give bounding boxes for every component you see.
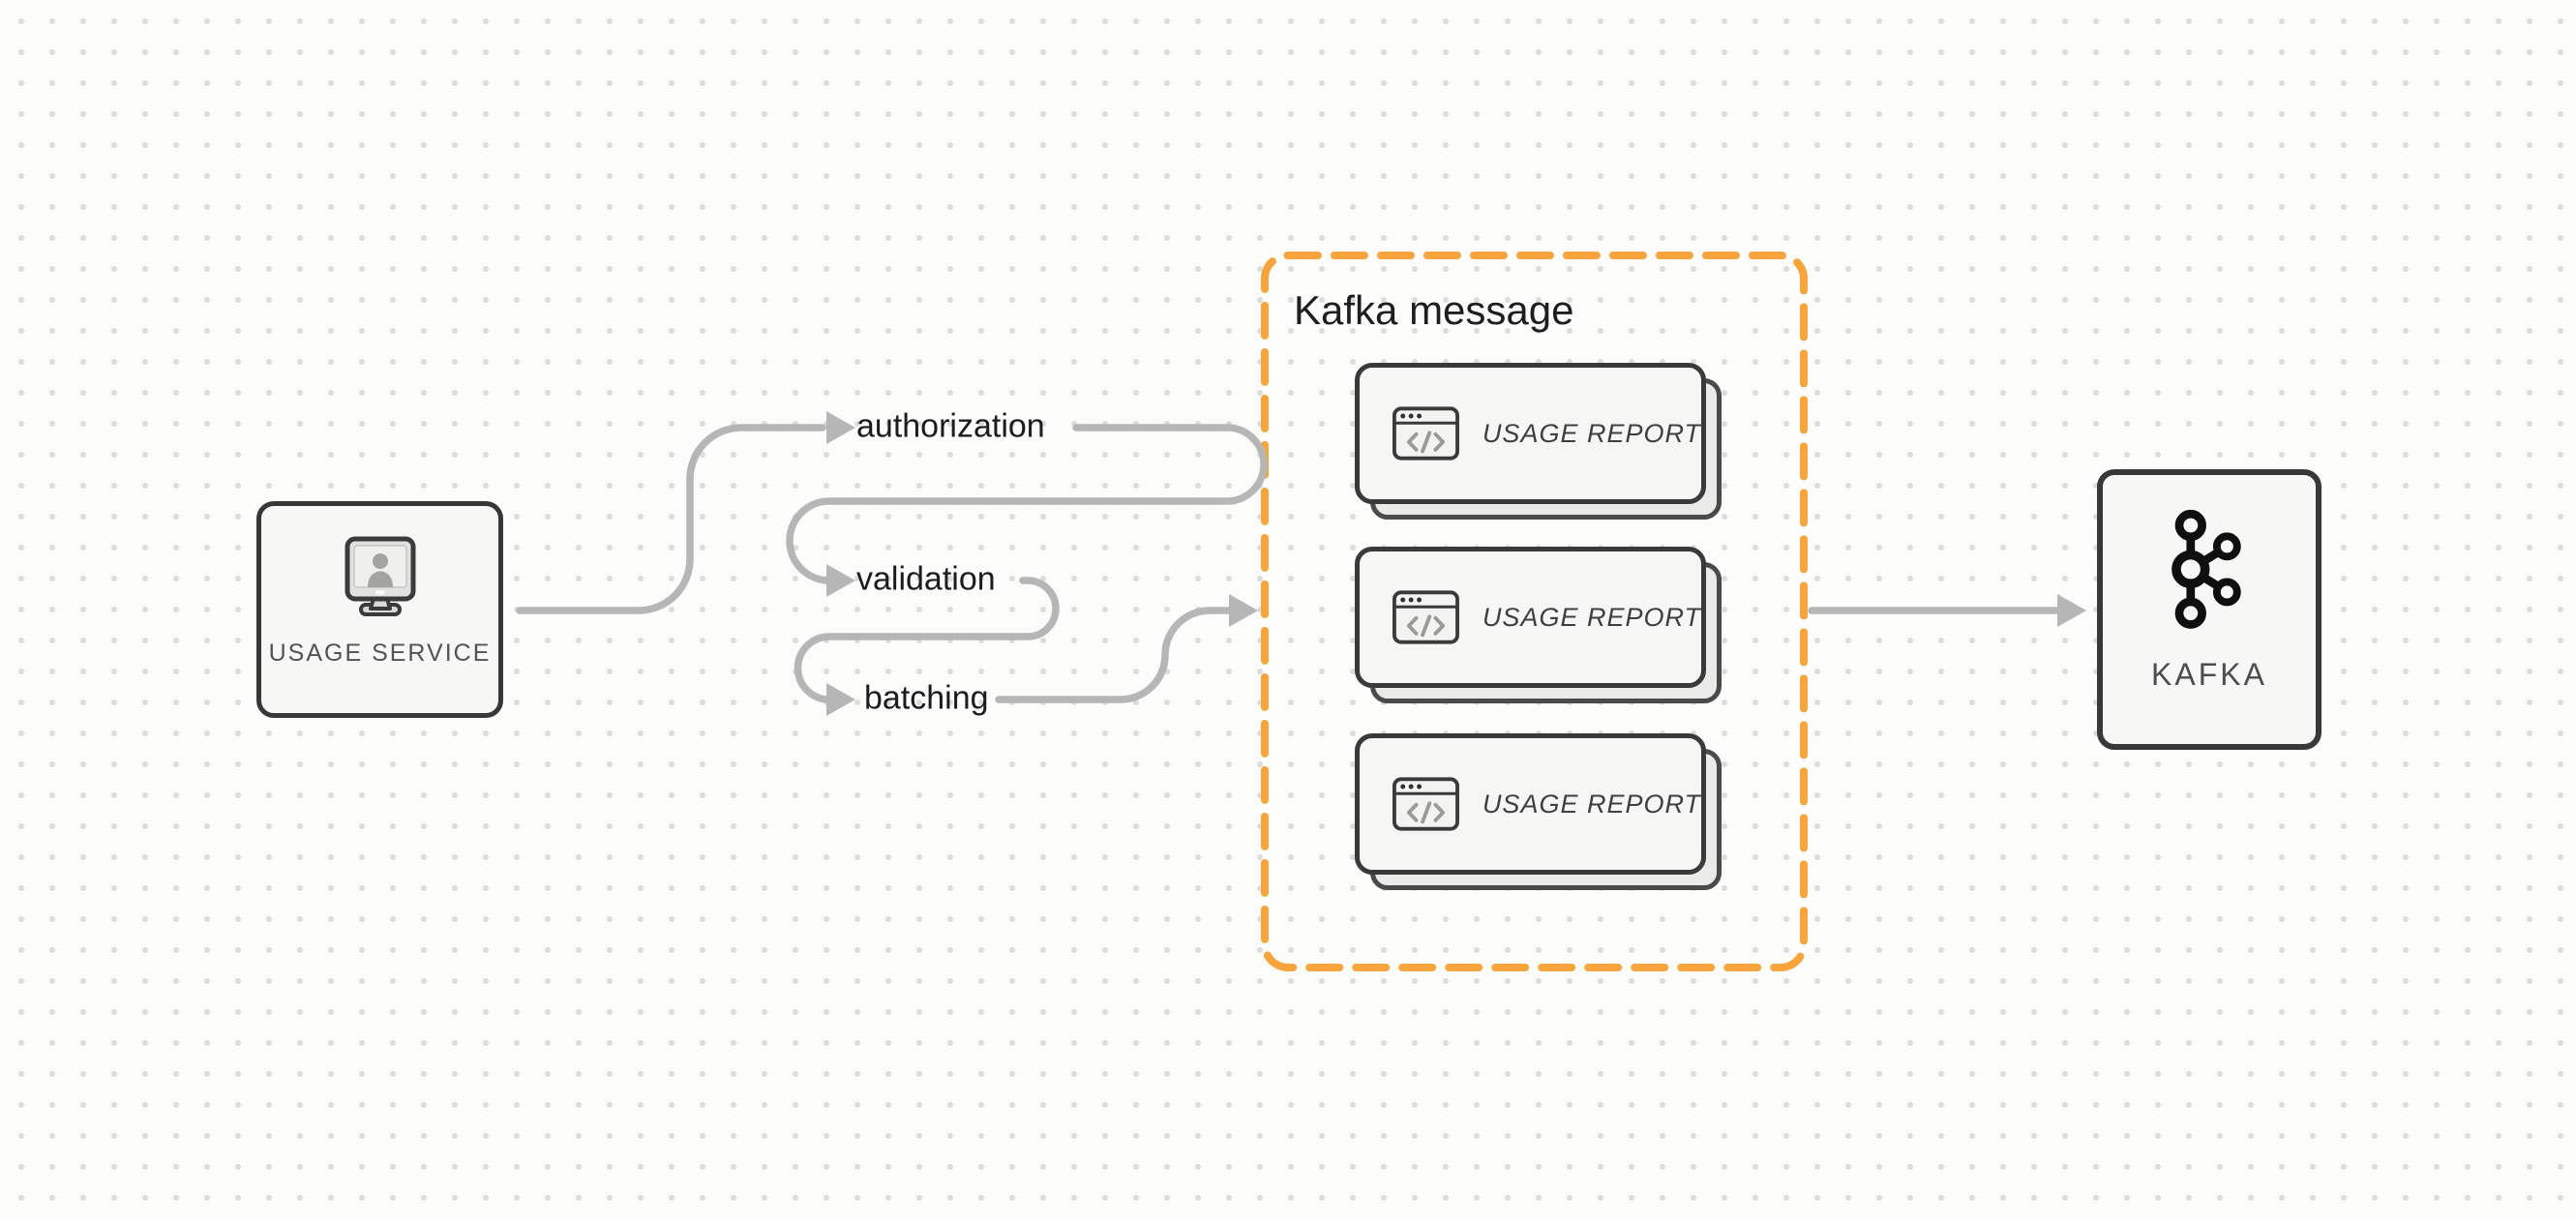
code-window-icon — [1393, 406, 1459, 461]
flow-step-validation: validation — [856, 560, 996, 598]
arrowhead-group-entry — [1229, 594, 1258, 627]
arrowhead-kafka — [2057, 594, 2086, 627]
connector-batching-to-group — [995, 607, 1233, 703]
kafka-message-dashed-border — [1261, 252, 1808, 971]
kafka-logo-icon — [2172, 509, 2241, 629]
kafka-label: KAFKA — [2151, 657, 2267, 692]
usage-report-card: USAGE REPORT — [1355, 733, 1706, 875]
flow-step-batching: batching — [864, 679, 989, 717]
kafka-message-group-title: Kafka message — [1294, 287, 1574, 334]
arrowhead-validation — [826, 564, 855, 597]
usage-report-card: USAGE REPORT — [1355, 363, 1706, 504]
connector-authorization-to-validation — [786, 424, 1268, 584]
code-window-icon — [1393, 590, 1459, 644]
connector-validation-to-batching — [794, 577, 1060, 703]
usage-report-card-stack: USAGE REPORT — [1355, 547, 1722, 703]
usage-service-label: USAGE SERVICE — [268, 640, 492, 667]
flow-step-authorization: authorization — [856, 407, 1045, 445]
monitor-user-icon — [344, 536, 415, 616]
usage-service-node: USAGE SERVICE — [256, 501, 503, 718]
arrowhead-authorization — [826, 411, 855, 444]
usage-report-card-stack: USAGE REPORT — [1355, 363, 1722, 520]
usage-report-label: USAGE REPORT — [1482, 418, 1701, 448]
kafka-node: KAFKA — [2097, 469, 2321, 750]
usage-report-label: USAGE REPORT — [1482, 602, 1701, 632]
usage-report-card: USAGE REPORT — [1355, 547, 1706, 688]
code-window-icon — [1393, 777, 1459, 831]
usage-report-card-stack: USAGE REPORT — [1355, 733, 1722, 890]
usage-report-label: USAGE REPORT — [1482, 789, 1701, 819]
arrowhead-batching — [826, 683, 855, 716]
connector-usage-to-authorization — [516, 424, 826, 614]
